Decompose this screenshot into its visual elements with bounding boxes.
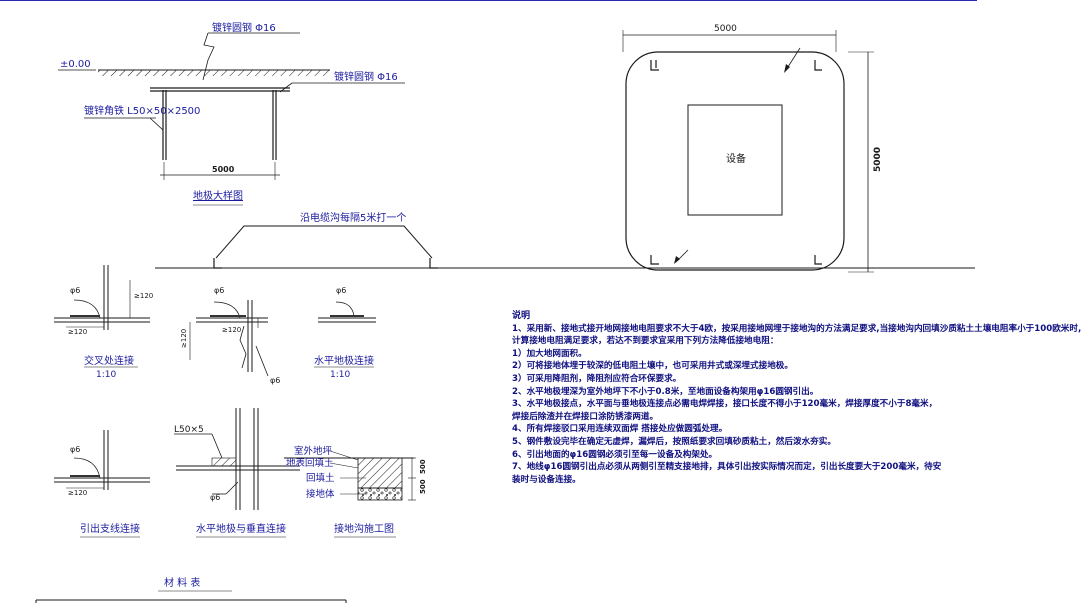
vj-phi6-bottom: φ6 [270,376,280,385]
trench-label: 沿电缆沟每隔5米打一个 [300,211,406,224]
rod-side-label: 镀锌圆钢 Φ16 [334,70,398,83]
cross-dim120-v: ≥120 [134,292,153,300]
cad-drawing: ±0.00 镀锌圆钢 Φ16 镀锌圆钢 Φ16 镀锌角铁 L50×50×2500… [0,0,977,603]
vertical-junction-detail: φ6 ≥120 ≥120 φ6 [180,286,280,385]
note-line-3: 1）加大地网面积。 [512,348,587,359]
outdoor-ground-label: 室外地坪 [294,445,333,457]
angle-label: 镀锌角铁 L50×50×2500 [84,104,200,117]
note-line-8: 焊接后除渣并在焊接口涂防锈漆两道。 [512,411,659,422]
material-table: 材 料 表 [35,576,347,603]
note-line-6: 2、水平地极埋深为室外地坪下不小于0.8米，至地面设备构架用φ16圆钢引出。 [512,386,819,397]
cross-phi6: φ6 [70,286,80,295]
branch-dim120: ≥120 [68,489,87,497]
dim500b: 500 [419,479,427,494]
cross-connection-detail: φ6 ≥120 ≥120 交叉处连接 1:10 [54,265,153,380]
backfill-label: 回填土 [306,472,335,484]
branch-phi6: φ6 [70,445,80,454]
hv-caption: 水平地极与垂直连接 [196,522,286,535]
plan-width-label: 5000 [714,24,737,34]
branch-connection-detail: φ6 ≥120 引出支线连接 [54,430,150,538]
note-line-5: 3）可采用降阻剂，降阻剂应符合环保要求。 [512,373,682,384]
cross-scale: 1:10 [96,370,116,380]
surface-fill-label: 地表回填土 [286,457,334,469]
cross-dim120-h: ≥120 [68,328,87,336]
note-line-7: 3、水平地极接点，水平面与垂地极连接点必需电焊焊接，接口长度不得小于120毫米，… [512,399,938,410]
note-line-10: 5、钢件敷设完毕在确定无虚焊，漏焊后，按照纸要求回填砂质粘土，然后泼水夯实。 [512,436,836,447]
hv-l50: L50×5 [174,425,204,435]
note-line-13: 装时与设备连接。 [512,474,581,485]
note-line-1: 1、采用新、接地式接开地网接地电阻要求不大于4欧，按采用接地网埋于接地沟的方法满… [512,323,1081,334]
vj-dim120-left: ≥120 [180,329,188,348]
branch-caption: 引出支线连接 [80,522,140,535]
material-table-title: 材 料 表 [164,576,200,589]
vj-phi6-top: φ6 [214,286,224,295]
cross-caption: 交叉处连接 [84,354,134,367]
dim500a: 500 [419,459,427,474]
horiz-phi6: φ6 [336,286,346,295]
note-line-2: 计算接地电阻满足要求，若达不到要求宜采用下列方法降低接地电阻： [512,336,779,347]
note-line-4: 2）可将接地体埋于较深的低电阻土壤中，也可采用井式或深埋式接地极。 [512,361,793,372]
ground-body-label: 接地体 [306,488,335,500]
horizontal-connection-detail: φ6 水平地极连接 1:10 [314,286,376,380]
hv-phi6: φ6 [210,493,220,502]
note-line-11: 6、引出地面的φ16圆钢必须引至每一设备及构架处。 [512,449,718,460]
equipment-label: 设备 [726,152,746,165]
notes-block: 说明 1、采用新、接地式接开地网接地电阻要求不大于4欧，按采用接地网埋于接地沟的… [512,310,1081,486]
ground-detail-caption: 地极大样图 [193,189,243,202]
hv-connection-detail: L50×5 φ6 水平地极与垂直连接 [174,408,300,538]
horizontal-scale: 1:10 [330,370,350,380]
trench-construction-detail: 室外地坪 地表回填土 回填土 接地体 500 500 接地沟施工图 [284,445,427,538]
cable-trench-line: 沿电缆沟每隔5米打一个 [155,211,975,269]
elevation-label: ±0.00 [60,59,91,70]
notes-title: 说明 [512,311,531,321]
trench-caption: 接地沟施工图 [334,522,394,535]
note-line-9: 4、所有焊接驳口采用连续双面焊 搭接处应做圆弧处理。 [512,424,728,435]
equipment-plan: 5000 5000 设备 [622,24,883,273]
note-line-12: 7、地线φ16圆钢引出点必须从两侧引至精支接地排，具体引出按实际情况而定，引出长… [512,462,942,473]
rod-top-label: 镀锌圆钢 Φ16 [212,21,276,34]
ground-electrode-detail: ±0.00 镀锌圆钢 Φ16 镀锌圆钢 Φ16 镀锌角铁 L50×50×2500… [58,21,405,206]
horizontal-caption: 水平地极连接 [314,354,374,367]
plan-height-label: 5000 [873,147,883,172]
spacing-label: 5000 [212,165,235,174]
vj-dim120: ≥120 [222,326,241,334]
